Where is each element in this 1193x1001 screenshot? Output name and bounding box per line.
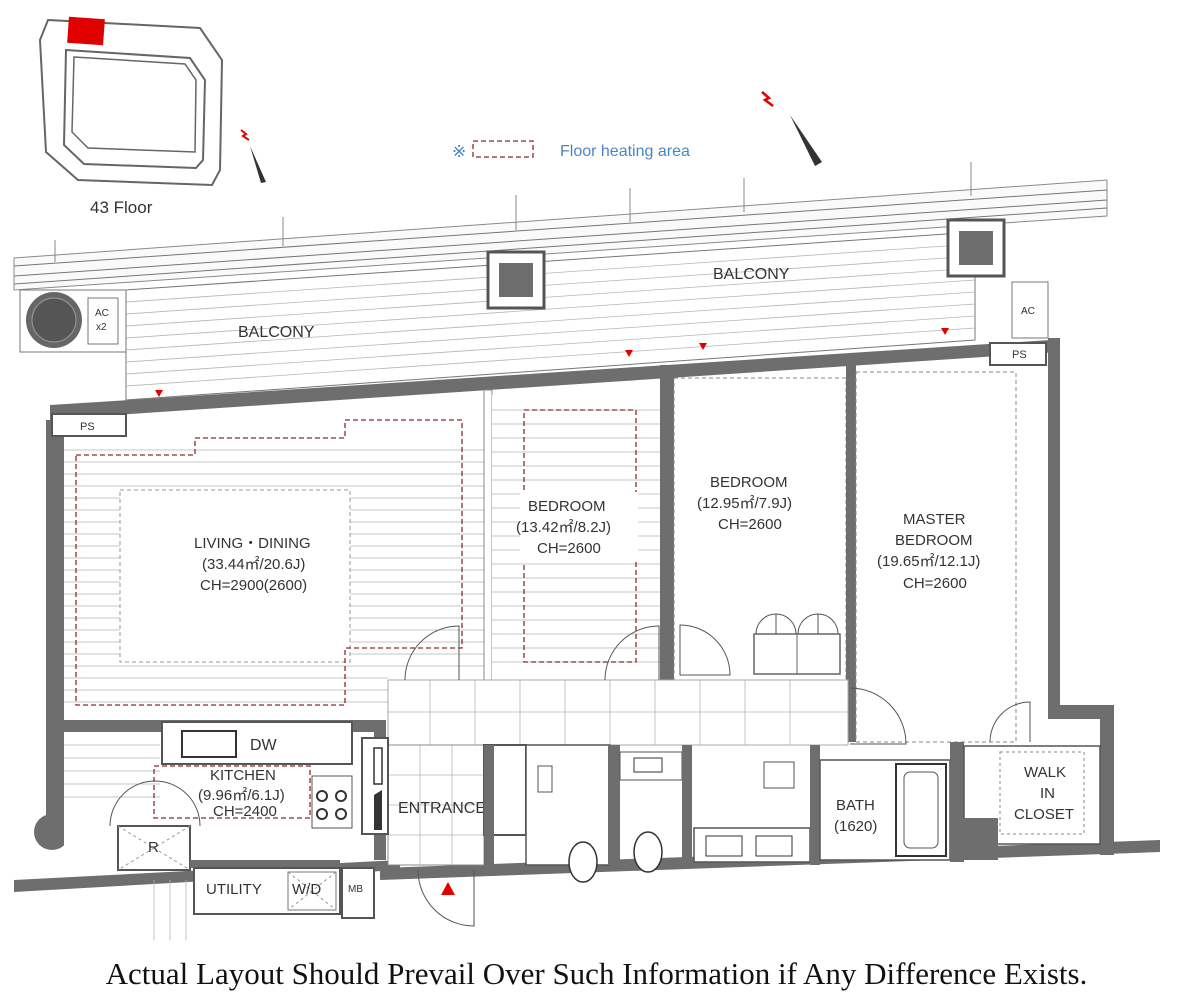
ac-left-count: x2 [96,322,107,333]
master-name-1: MASTER [903,511,966,528]
bedroom-1: BEDROOM (13.42㎡/8.2J) CH=2600 [492,395,662,680]
walk-in-name-3: CLOSET [1014,806,1074,823]
kitchen-ceiling: CH=2400 [213,803,277,820]
kitchen-area: (9.96㎡/6.1J) [198,787,285,804]
living-area: (33.44㎡/20.6J) [202,556,305,573]
mb-label: MB [348,884,363,895]
bedroom1-area: (13.42㎡/8.2J) [516,519,611,536]
bath-size: (1620) [834,818,877,835]
ps-right: PS [989,342,1047,366]
legend-symbol: ※ [452,142,466,161]
legend-label: Floor heating area [560,143,690,160]
dishwasher-label: DW [250,737,278,754]
legend-heating-swatch [472,140,534,158]
hallway [387,625,849,746]
kitchen-name: KITCHEN [210,767,276,784]
north-arrow-icon [761,91,822,166]
bath: BATH (1620) [819,759,951,861]
walk-in-name-2: IN [1040,785,1055,802]
balcony-right-label: BALCONY [713,266,790,283]
ac-left-label: AC [95,308,109,319]
ac-unit-left: AC x2 [19,289,127,353]
kitchen: DW KITCHEN (9.96㎡/6.1J) CH=2400 R [60,720,386,871]
unit-location-marker [67,16,105,46]
bedroom2-ceiling: CH=2600 [718,516,782,533]
floor-plan: 43 Floor ※ Floor heating area [13,16,1160,940]
cooktop-icon [316,790,347,820]
entrance: ENTRANCE [361,737,527,927]
master-name-2: BEDROOM [895,532,973,549]
bedroom1-name: BEDROOM [528,498,606,515]
balcony-floor: BALCONY BALCONY [125,218,1006,401]
sill-markers [155,328,949,397]
bedroom1-ceiling: CH=2600 [537,540,601,557]
living-name: LIVING・DINING [194,535,311,552]
living-dining: LIVING・DINING (33.44㎡/20.6J) CH=2900(260… [64,419,488,720]
bath-name: BATH [836,797,875,814]
disclaimer-text: Actual Layout Should Prevail Over Such I… [105,956,1088,991]
balcony-railing [13,162,1108,291]
bedroom2-area: (12.95㎡/7.9J) [697,495,792,512]
ps-left: PS [51,413,127,437]
walk-in-closet: WALK IN CLOSET [950,742,1101,862]
living-ceiling: CH=2900(2600) [200,577,307,594]
bedroom-2: BEDROOM (12.95㎡/7.9J) CH=2600 [673,377,847,684]
key-plan: 43 Floor [38,16,266,217]
washroom [484,744,820,883]
ps-left-label: PS [80,421,95,433]
legend: ※ Floor heating area [452,140,690,161]
entry-marker [441,882,455,895]
ac-right-label: AC [1021,306,1035,317]
utility: UTILITY W/D MB [190,860,375,919]
bedroom2-name: BEDROOM [710,474,788,491]
balcony-left-label: BALCONY [238,324,315,341]
ps-right-label: PS [1012,349,1027,361]
service-balcony [153,880,187,940]
utility-label: UTILITY [206,881,262,898]
master-ceiling: CH=2600 [903,575,967,592]
fridge-label: R [148,839,159,856]
master-bedroom: MASTER BEDROOM (19.65㎡/12.1J) CH=2600 [849,371,1031,745]
floor-label: 43 Floor [90,198,153,217]
walk-in-name-1: WALK [1024,764,1066,781]
wd-label: W/D [292,881,321,898]
north-arrow-small-icon [240,129,266,183]
entrance-label: ENTRANCE [398,800,486,817]
master-area: (19.65㎡/12.1J) [877,553,980,570]
ac-unit-right: AC [1011,281,1049,339]
